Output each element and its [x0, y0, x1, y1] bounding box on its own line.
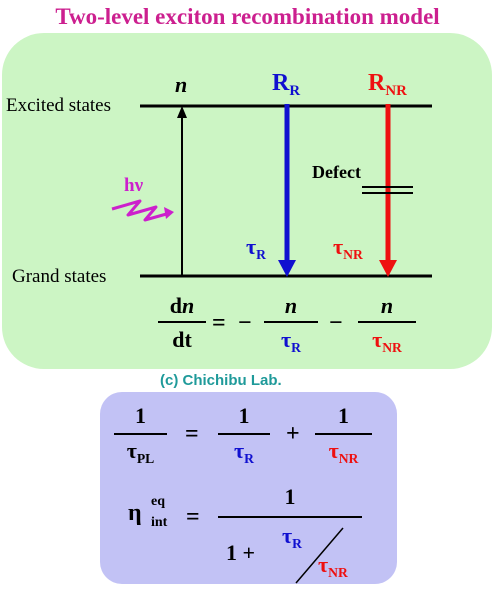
- eta-numerator: 1: [284, 484, 296, 509]
- nonradiative-arrow-head: [379, 260, 397, 277]
- excitation-arrow-head: [177, 106, 187, 118]
- page-title: Two-level exciton recombination model: [55, 4, 440, 29]
- credit-label: (c) Chichibu Lab.: [160, 372, 282, 389]
- ground-states-label: Grand states: [12, 266, 107, 287]
- pl-term1-denominator: τR: [234, 438, 254, 466]
- photon-energy-label: hν: [124, 175, 144, 196]
- rate-lhs-numerator: dn: [169, 293, 195, 318]
- pl-lhs-denominator: τPL: [126, 438, 155, 466]
- eta-symbol: η: [128, 500, 142, 526]
- rate-term1-numerator: n: [284, 293, 298, 318]
- population-n-label: n: [175, 72, 188, 97]
- radiative-arrow-head: [278, 260, 296, 277]
- equation-panel: [100, 392, 397, 584]
- rate-term2-numerator: n: [380, 293, 394, 318]
- rate-minus-sign-1: −: [238, 310, 252, 336]
- pl-lhs-numerator: 1: [135, 403, 146, 428]
- radiative-lifetime-label: τR: [246, 234, 266, 262]
- pl-equals-sign: =: [185, 421, 199, 447]
- eta-denominator-lead: 1 +: [226, 540, 256, 565]
- eta-slash: [295, 527, 344, 584]
- eta-tau-r: τR: [282, 523, 302, 551]
- model-panel: [2, 33, 492, 369]
- pl-term2-denominator: τNR: [328, 438, 359, 466]
- pl-plus-sign: +: [286, 421, 300, 447]
- defect-label: Defect: [312, 162, 361, 182]
- photon-arrow-head: [164, 207, 174, 219]
- nonradiative-rate-label: RNR: [368, 70, 407, 100]
- rate-term1-denominator: τR: [281, 327, 301, 355]
- radiative-rate-label: RR: [272, 70, 301, 100]
- rate-term2-denominator: τNR: [372, 327, 402, 355]
- rate-equals-sign: =: [212, 310, 226, 336]
- pl-term1-numerator: 1: [238, 403, 250, 428]
- eta-tau-nr: τNR: [318, 552, 348, 580]
- photon-squiggle-icon: [111, 199, 171, 222]
- excited-states-label: Excited states: [6, 95, 111, 116]
- rate-lhs-denominator: dt: [172, 327, 192, 352]
- eta-subscript: int: [151, 515, 168, 530]
- nonradiative-lifetime-label: τNR: [333, 234, 363, 262]
- rate-minus-sign-2: −: [329, 310, 343, 336]
- eta-equals-sign: =: [186, 504, 200, 530]
- eta-superscript: eq: [151, 494, 165, 509]
- pl-term2-numerator: 1: [338, 403, 349, 428]
